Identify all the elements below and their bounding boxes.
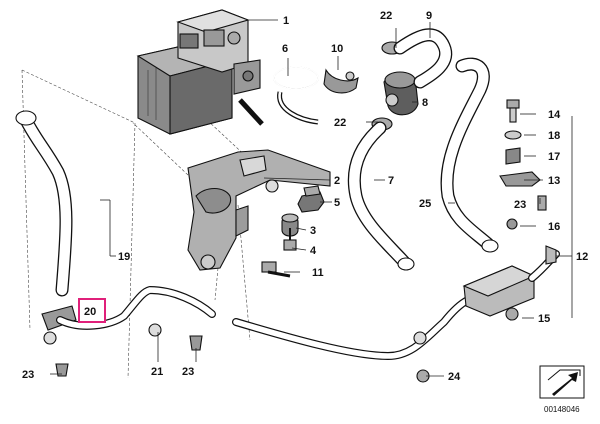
frame-corner-icon (547, 369, 581, 381)
hose-fitting (371, 41, 419, 131)
callout-13: 13 (548, 175, 560, 187)
callout-5: 5 (334, 197, 340, 209)
small-hardware (261, 185, 325, 278)
catalog-number: 00148046 (544, 405, 580, 414)
callout-22-mid: 22 (334, 117, 346, 129)
highlight-frame (78, 298, 106, 323)
leader-lines (50, 19, 573, 377)
callout-9: 9 (426, 10, 432, 22)
callout-3: 3 (310, 225, 316, 237)
callout-16: 16 (548, 221, 560, 233)
callout-labels: 1 2 3 4 5 6 7 8 9 10 11 12 13 14 15 16 1… (22, 10, 588, 383)
heater-unit (136, 9, 264, 135)
callout-4: 4 (310, 245, 317, 257)
callout-12: 12 (576, 251, 588, 263)
callout-7: 7 (388, 175, 394, 187)
callout-17: 17 (548, 151, 560, 163)
callout-15: 15 (538, 313, 550, 325)
callout-23-center: 23 (182, 366, 194, 378)
mounting-bracket (187, 149, 331, 271)
callout-10: 10 (331, 43, 343, 55)
callout-22-top: 22 (380, 10, 392, 22)
callout-6: 6 (282, 43, 288, 55)
callout-24: 24 (448, 371, 461, 383)
callout-19: 19 (118, 251, 130, 263)
callout-21: 21 (151, 366, 163, 378)
direction-arrow-icon (552, 372, 578, 396)
callout-14: 14 (548, 109, 561, 121)
callout-2: 2 (334, 175, 340, 187)
exhaust-pipes (41, 245, 560, 360)
catalog-frame (539, 365, 585, 399)
coolant-hoses (15, 28, 499, 297)
callout-8: 8 (422, 97, 428, 109)
callout-23-left: 23 (22, 369, 34, 381)
callout-23-right: 23 (514, 199, 526, 211)
catalog-badge: 00148046 (539, 365, 585, 414)
callout-20-highlight[interactable]: 20 (78, 298, 106, 323)
hose-clamps-upper (273, 66, 359, 125)
callout-18: 18 (548, 130, 560, 142)
callout-1: 1 (283, 15, 289, 27)
callout-11: 11 (312, 267, 324, 279)
callout-25: 25 (419, 198, 431, 210)
callout-20: 20 (84, 306, 96, 318)
right-hardware (55, 99, 547, 383)
